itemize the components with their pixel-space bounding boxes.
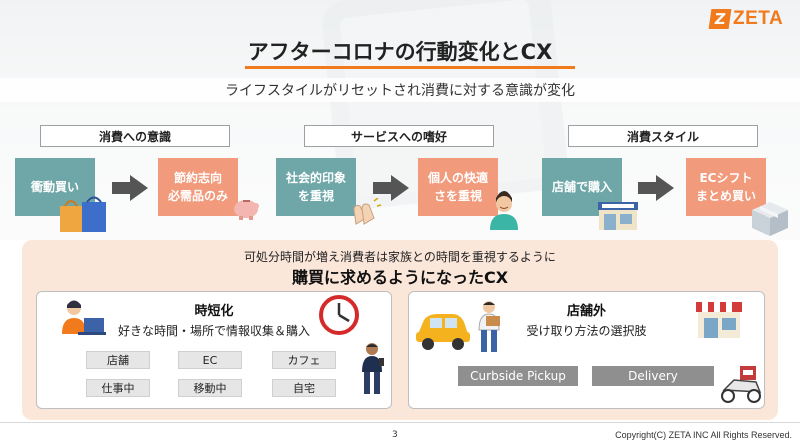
outside-store-desc: 受け取り方法の選択肢 <box>526 324 647 338</box>
chip-on-the-move: 移動中 <box>178 379 242 397</box>
logo-mark: Z <box>708 9 732 29</box>
right-arrow-icon <box>638 175 674 201</box>
chip-at-work: 仕事中 <box>86 379 150 397</box>
chip-ec: EC <box>178 351 242 369</box>
time-saving-desc: 好きな時間・場所で情報収集＆購入 <box>117 324 310 338</box>
right-arrow-icon <box>373 175 409 201</box>
logo-text: ZETA <box>733 8 784 29</box>
clock-icon <box>319 295 359 335</box>
chip-cafe: カフェ <box>272 351 336 369</box>
delivery-chip: Delivery <box>592 366 714 386</box>
slide-title: アフターコロナの行動変化とCX <box>247 40 553 64</box>
curbside-pickup-chip: Curbside Pickup <box>458 366 578 386</box>
panel-heading: 購買に求めるようになったCX <box>291 268 509 287</box>
title-underline <box>245 66 575 69</box>
store-awning-icon <box>696 302 742 338</box>
person-at-laptop-icon <box>62 300 106 335</box>
after-box-3: ECシフト まとめ買い <box>686 158 766 216</box>
person-with-phone-icon <box>362 343 384 394</box>
store-front-icon <box>598 202 638 230</box>
clapping-hands-icon <box>353 198 382 225</box>
delivery-scooter-icon <box>721 366 762 403</box>
chip-at-home: 自宅 <box>272 379 336 397</box>
car-icon <box>416 314 470 350</box>
category-label-style: 消費スタイル <box>568 125 758 147</box>
before-box-2: 社会的印象 を重視 <box>276 158 356 216</box>
copyright-text: Copyright(C) ZETA INC All Rights Reserve… <box>615 430 792 440</box>
chip-store: 店舗 <box>86 351 150 369</box>
panel-subheading: 可処分時間が増え消費者は家族との時間を重視するように <box>244 250 556 264</box>
cardboard-box-icon <box>752 202 788 236</box>
footer-divider <box>0 422 800 423</box>
delivery-person-icon <box>478 301 500 352</box>
smiling-person-icon <box>490 191 518 230</box>
piggy-bank-icon <box>234 200 259 220</box>
outside-store-title: 店舗外 <box>566 304 606 319</box>
zeta-logo: Z ZETA <box>708 8 784 30</box>
shopping-bags-icon <box>60 196 106 232</box>
subtitle-band <box>0 78 800 102</box>
after-box-1: 節約志向 必需品のみ <box>158 158 238 216</box>
category-label-service: サービスへの嗜好 <box>304 125 494 147</box>
right-arrow-icon <box>112 175 148 201</box>
category-label-consumption: 消費への意識 <box>40 125 230 147</box>
after-box-2: 個人の快適 さを重視 <box>418 158 498 216</box>
time-saving-title: 時短化 <box>194 304 234 319</box>
slide-subtitle: ライフスタイルがリセットされ消費に対する意識が変化 <box>225 83 575 99</box>
page-number: 3 <box>392 430 398 440</box>
background-veil <box>0 0 800 240</box>
